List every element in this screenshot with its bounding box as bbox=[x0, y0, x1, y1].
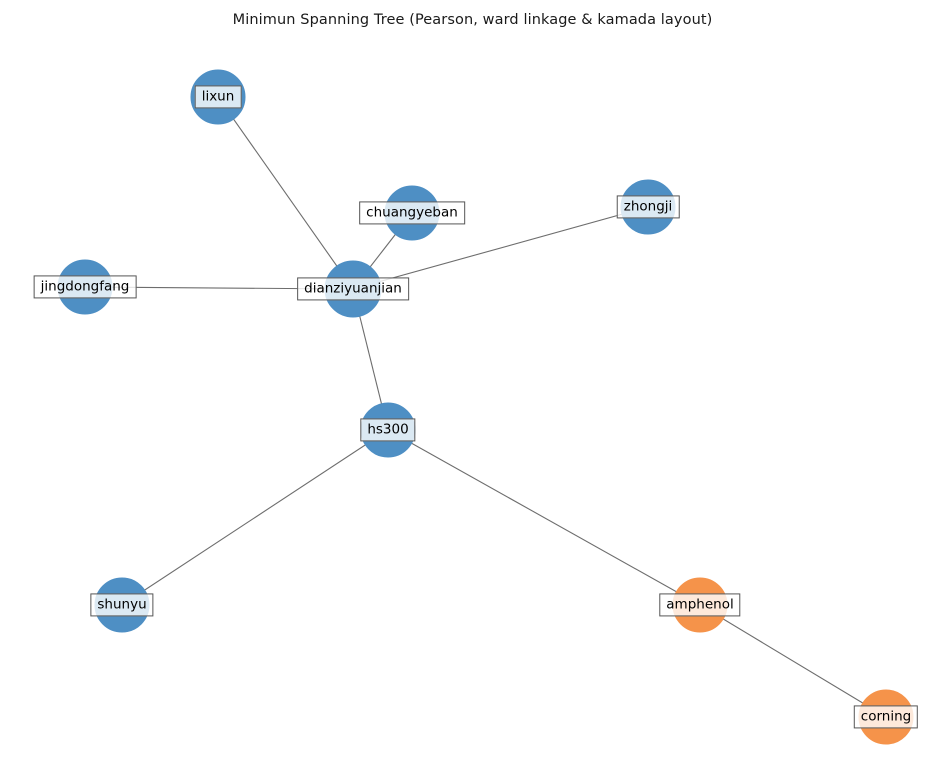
graph-edge bbox=[352, 206, 649, 290]
node-label-shunyu: shunyu bbox=[90, 593, 154, 617]
node-label-chuangyeban: chuangyeban bbox=[359, 201, 465, 225]
graph-edge bbox=[121, 429, 389, 606]
node-label-corning: corning bbox=[853, 705, 919, 729]
node-label-jingdongfang: jingdongfang bbox=[33, 275, 137, 299]
graph-edge bbox=[387, 429, 701, 606]
graph-edge bbox=[217, 96, 354, 290]
graph-edge bbox=[699, 604, 887, 718]
node-label-hs300: hs300 bbox=[360, 418, 416, 442]
edge-layer bbox=[84, 96, 887, 718]
node-layer bbox=[57, 69, 914, 745]
node-label-amphenol: amphenol bbox=[659, 593, 741, 617]
chart-title: Minimun Spanning Tree (Pearson, ward lin… bbox=[232, 12, 713, 28]
node-label-zhongji: zhongji bbox=[616, 195, 680, 219]
node-label-lixun: lixun bbox=[194, 85, 242, 109]
node-label-dianziyuanjian: dianziyuanjian bbox=[297, 277, 409, 301]
